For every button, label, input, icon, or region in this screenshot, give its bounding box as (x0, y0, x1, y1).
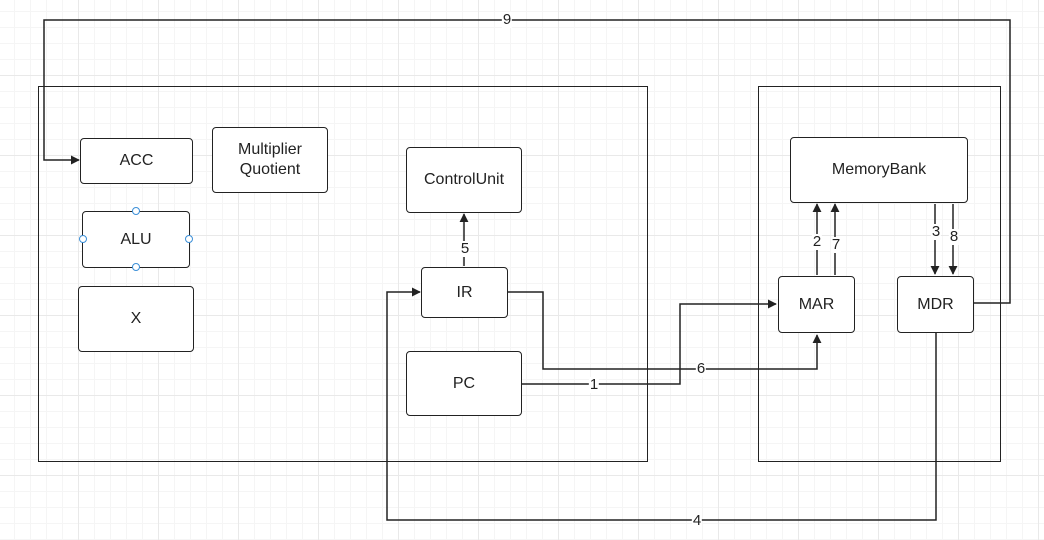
node-x[interactable]: X (78, 286, 194, 352)
edge-label-1: 1 (588, 376, 600, 393)
node-mdr[interactable]: MDR (897, 276, 974, 333)
cpu-container[interactable] (38, 86, 648, 462)
edge-label-5: 5 (459, 240, 471, 257)
edge-6-line (507, 291, 822, 370)
alu-handle-bottom[interactable] (132, 263, 140, 271)
edge-1-line (522, 299, 777, 385)
node-ir[interactable]: IR (421, 267, 508, 318)
node-control-unit[interactable]: ControlUnit (406, 147, 522, 213)
alu-handle-right[interactable] (185, 235, 193, 243)
edge-label-6: 6 (695, 360, 707, 377)
node-mar[interactable]: MAR (778, 276, 855, 333)
edge-9-line (43, 19, 1011, 304)
edge-label-4: 4 (691, 512, 703, 529)
edge-label-7: 7 (830, 236, 842, 253)
edge-label-9: 9 (501, 11, 513, 28)
edge-label-2: 2 (811, 233, 823, 250)
edge-label-3: 3 (930, 223, 942, 240)
edge-4-line (386, 287, 937, 521)
alu-handle-top[interactable] (132, 207, 140, 215)
node-pc[interactable]: PC (406, 351, 522, 416)
edge-label-8: 8 (948, 228, 960, 245)
node-acc[interactable]: ACC (80, 138, 193, 184)
node-multiplier-quotient[interactable]: Multiplier Quotient (212, 127, 328, 193)
node-alu[interactable]: ALU (82, 211, 190, 268)
memory-container[interactable] (758, 86, 1001, 462)
alu-handle-left[interactable] (79, 235, 87, 243)
node-memory-bank[interactable]: MemoryBank (790, 137, 968, 203)
